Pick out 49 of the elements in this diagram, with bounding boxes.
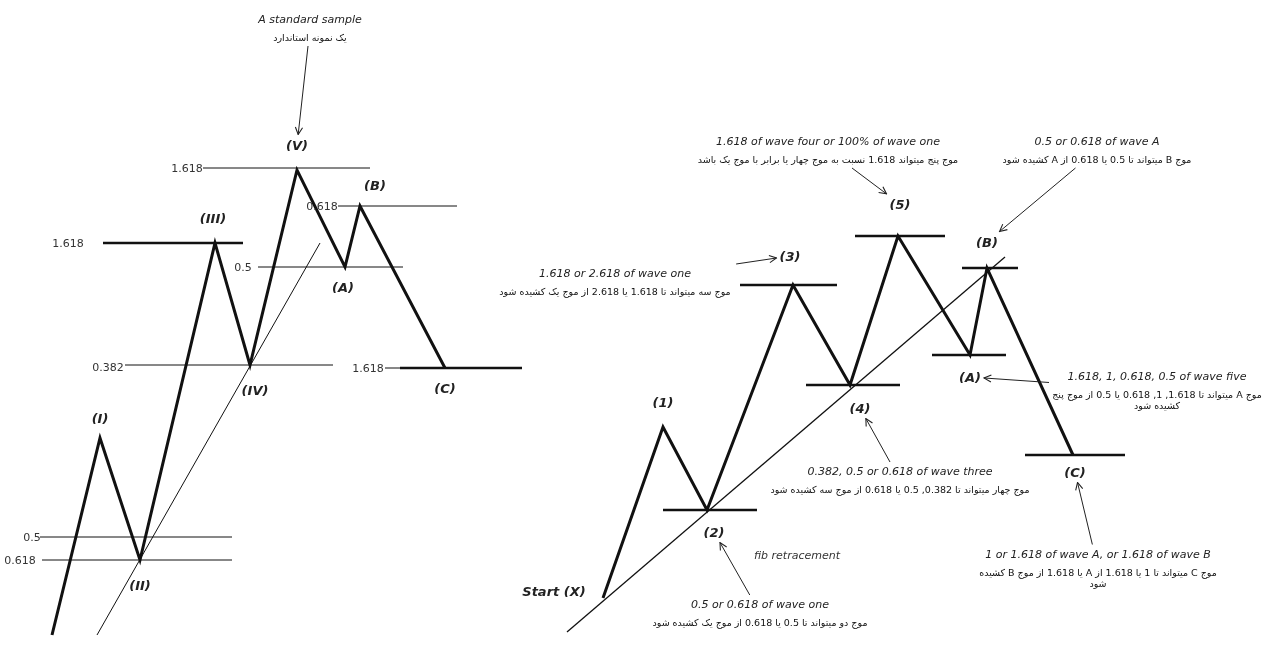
wave-label: (B) [364, 177, 386, 193]
wave-label: (B) [976, 234, 998, 250]
arrow [999, 167, 1076, 233]
wave-label: (IV) [241, 382, 269, 398]
arrow [1075, 481, 1093, 545]
wave-label: (I) [91, 410, 109, 426]
annotation-text: 1.618 of wave four or 100% of wave one [715, 135, 941, 148]
annotation-text: 0.382, 0.5 or 0.618 of wave three [806, 465, 994, 478]
arrow [719, 541, 751, 596]
fib-level-value: 1.618 [171, 161, 203, 175]
persian-annotation-text: موج B میتواند تا 0.5 یا 0.618 از A کشیده شود [1001, 154, 1193, 165]
wave-label: (5) [889, 196, 911, 212]
persian-annotation-text: موج سه میتواند تا 1.618 یا 2.618 از موج یک کشیده شود [498, 286, 732, 297]
fib-level-value: 0.618 [4, 553, 36, 567]
annotation-text: 1 or 1.618 of wave A, or 1.618 of wave B [984, 547, 1212, 561]
persian-annotation-text: موج A میتواند تا 1.618, 1, 0.618 یا 0.5 از موج پنج کشیده شود [1052, 388, 1262, 411]
fib-level-value: 0.382 [92, 360, 124, 374]
arrow [294, 45, 309, 136]
wave-label: Start (X) [522, 583, 586, 599]
wave-label: (A) [959, 369, 981, 385]
persian-annotation-text: موج C میتواند تا 1 یا 1.618 از A یا 1.618 از موج B کشیده شود [978, 566, 1218, 589]
persian-annotation-text: موج پنج میتواند 1.618 نسبت به موج چهار یا برابر با موج یک باشد [696, 154, 960, 165]
arrow [735, 254, 778, 265]
wave-label: (3) [779, 248, 801, 264]
annotation-text: 1.618, 1, 0.618, 0.5 of wave five [1066, 369, 1248, 383]
wave-label: (1) [652, 394, 674, 410]
wave-label: (4) [849, 400, 871, 416]
note-text: fib retracement [754, 548, 840, 562]
fib-level-value: 1.618 [52, 236, 84, 250]
fib-level-value: 0.5 [234, 260, 252, 274]
wave-label: (A) [332, 279, 354, 295]
fib-level-value: 1.618 [352, 361, 384, 375]
persian-annotation-text: یک نمونه استاندارد [272, 32, 348, 43]
wave-label: (2) [703, 524, 725, 540]
persian-annotation-text: موج چهار میتواند تا 0.382, 0.5 یا 0.618 از موج سه کشیده شود [769, 484, 1031, 495]
wave-label: (C) [1064, 464, 1086, 480]
arrow [851, 167, 888, 195]
wave-label: (III) [199, 210, 227, 226]
wave-label: (V) [286, 137, 308, 153]
wave-label: (II) [129, 577, 151, 593]
persian-annotation-text: موج دو میتواند تا 0.5 یا 0.618 از موج یک کشیده شود [651, 617, 869, 628]
fib-level-value: 0.5 [23, 530, 41, 544]
arrow [865, 417, 891, 463]
annotation-text: 0.5 or 0.618 of wave one [690, 598, 830, 611]
annotation-text: 1.618 or 2.618 of wave one [538, 267, 692, 280]
annotation-text: A standard sample [257, 13, 363, 26]
annotation-text: 0.5 or 0.618 of wave A [1033, 135, 1161, 148]
arrow [983, 374, 1050, 383]
wave-label: (C) [434, 380, 456, 396]
